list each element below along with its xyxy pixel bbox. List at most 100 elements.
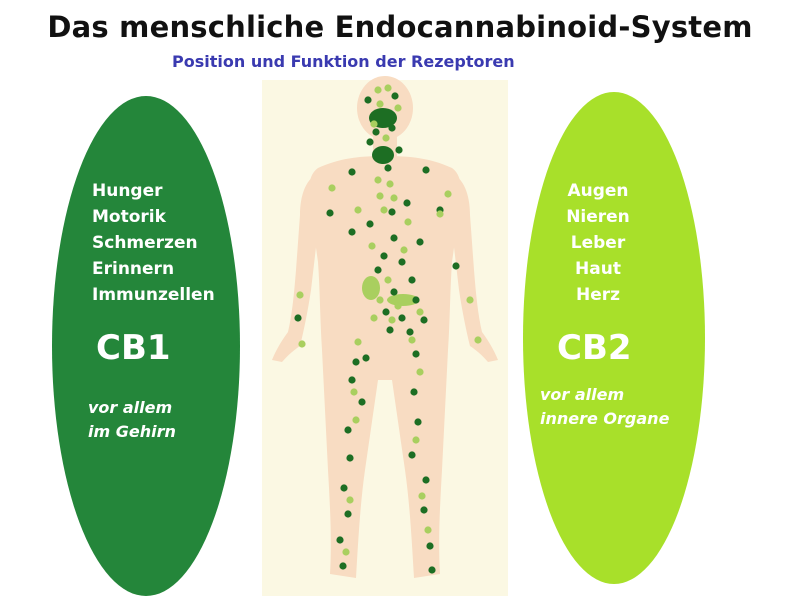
cb1-function-item: Erinnern	[92, 259, 175, 279]
receptor-dot	[374, 266, 382, 274]
receptor-dot	[354, 338, 362, 346]
receptor-dot	[388, 124, 396, 132]
receptor-dot	[374, 86, 382, 94]
receptor-dot	[368, 242, 376, 250]
receptor-dot	[390, 288, 398, 296]
cb1-function-item: Hunger	[92, 181, 163, 201]
receptor-dot	[388, 316, 396, 324]
receptor-dot	[348, 168, 356, 176]
cb2-function-item: Haut	[575, 259, 621, 279]
receptor-dot	[340, 484, 348, 492]
cb2-function-list: Augen Nieren Leber Haut Herz	[560, 178, 636, 308]
receptor-dot	[408, 451, 416, 459]
cb2-oval	[523, 92, 705, 584]
receptor-dot	[358, 398, 366, 406]
receptor-dot	[408, 276, 416, 284]
cb2-location-line: innere Organe	[540, 409, 670, 428]
organ-clusters	[362, 108, 419, 306]
cb1-location-line: vor allem	[88, 398, 173, 417]
receptor-dot	[391, 92, 399, 100]
receptor-dot	[400, 246, 408, 254]
receptor-dot	[474, 336, 482, 344]
receptor-dot	[444, 190, 452, 198]
cb2-function-item: Augen	[567, 181, 629, 201]
cb1-function-list: Hunger Motorik Schmerzen Erinnern Immunz…	[92, 178, 215, 308]
receptor-dot	[382, 308, 390, 316]
receptor-dot	[352, 416, 360, 424]
receptor-dot	[452, 262, 460, 270]
receptor-dot	[390, 234, 398, 242]
receptor-dot	[298, 340, 306, 348]
receptor-dot	[339, 562, 347, 570]
receptor-dot	[364, 96, 372, 104]
receptor-dots-light	[296, 84, 482, 556]
page-subtitle: Position und Funktion der Rezeptoren	[172, 52, 515, 71]
receptor-dot	[394, 104, 402, 112]
receptor-dot	[466, 296, 474, 304]
organ-cluster-light	[387, 294, 419, 306]
receptor-dot	[412, 350, 420, 358]
receptor-dot	[296, 291, 304, 299]
receptor-dot	[376, 296, 384, 304]
cb1-location: vor allem im Gehirn	[88, 396, 176, 444]
receptor-dot	[384, 164, 392, 172]
receptor-dot	[390, 194, 398, 202]
receptor-dot	[394, 302, 402, 310]
page-title: Das menschliche Endocannabinoid-System	[47, 10, 753, 44]
receptor-dot	[416, 308, 424, 316]
receptor-dot	[388, 208, 396, 216]
cb2-function-item: Nieren	[566, 207, 630, 227]
body-arm-right	[450, 172, 498, 362]
receptor-dot	[398, 314, 406, 322]
receptor-dot	[424, 526, 432, 534]
receptor-dot	[376, 192, 384, 200]
receptor-dot	[380, 206, 388, 214]
receptor-dot	[420, 316, 428, 324]
receptor-dot	[410, 388, 418, 396]
receptor-dot	[426, 542, 434, 550]
receptor-dot	[342, 548, 350, 556]
cb2-location: vor allem innere Organe	[540, 383, 669, 431]
cb1-oval	[52, 96, 240, 596]
receptor-dot	[350, 388, 358, 396]
cb2-label: CB2	[557, 328, 632, 368]
brain-stem-cluster	[372, 146, 394, 164]
receptor-dot	[380, 252, 388, 260]
receptor-dot	[412, 296, 420, 304]
cb1-function-item: Immunzellen	[92, 285, 215, 305]
body-torso-legs	[308, 156, 462, 578]
receptor-dot	[403, 199, 411, 207]
cb2-function-item: Herz	[575, 285, 621, 305]
receptor-dot	[395, 146, 403, 154]
receptor-dot	[422, 166, 430, 174]
receptor-dot	[370, 120, 378, 128]
cb1-function-item: Schmerzen	[92, 233, 198, 253]
receptor-dot	[408, 336, 416, 344]
receptor-dot	[346, 454, 354, 462]
cb1-location-line: im Gehirn	[88, 422, 176, 441]
receptor-dot	[362, 354, 370, 362]
body-head	[357, 76, 413, 140]
receptor-dot	[366, 220, 374, 228]
receptor-dot	[404, 218, 412, 226]
receptor-dot	[414, 418, 422, 426]
receptor-dot	[382, 134, 390, 142]
receptor-dot	[344, 426, 352, 434]
receptor-dot	[406, 328, 414, 336]
receptor-dot	[384, 276, 392, 284]
receptor-dot	[344, 510, 352, 518]
receptor-dot	[348, 376, 356, 384]
receptor-dot	[420, 506, 428, 514]
receptor-dot	[372, 128, 380, 136]
receptor-dots-dark	[294, 92, 460, 574]
receptor-dot	[354, 206, 362, 214]
receptor-dot	[336, 536, 344, 544]
receptor-dot	[386, 180, 394, 188]
receptor-dot	[366, 138, 374, 146]
organ-cluster-light	[362, 276, 380, 300]
receptor-dot	[418, 492, 426, 500]
receptor-dot	[416, 238, 424, 246]
cb1-label: CB1	[96, 328, 171, 368]
receptor-dot	[352, 358, 360, 366]
